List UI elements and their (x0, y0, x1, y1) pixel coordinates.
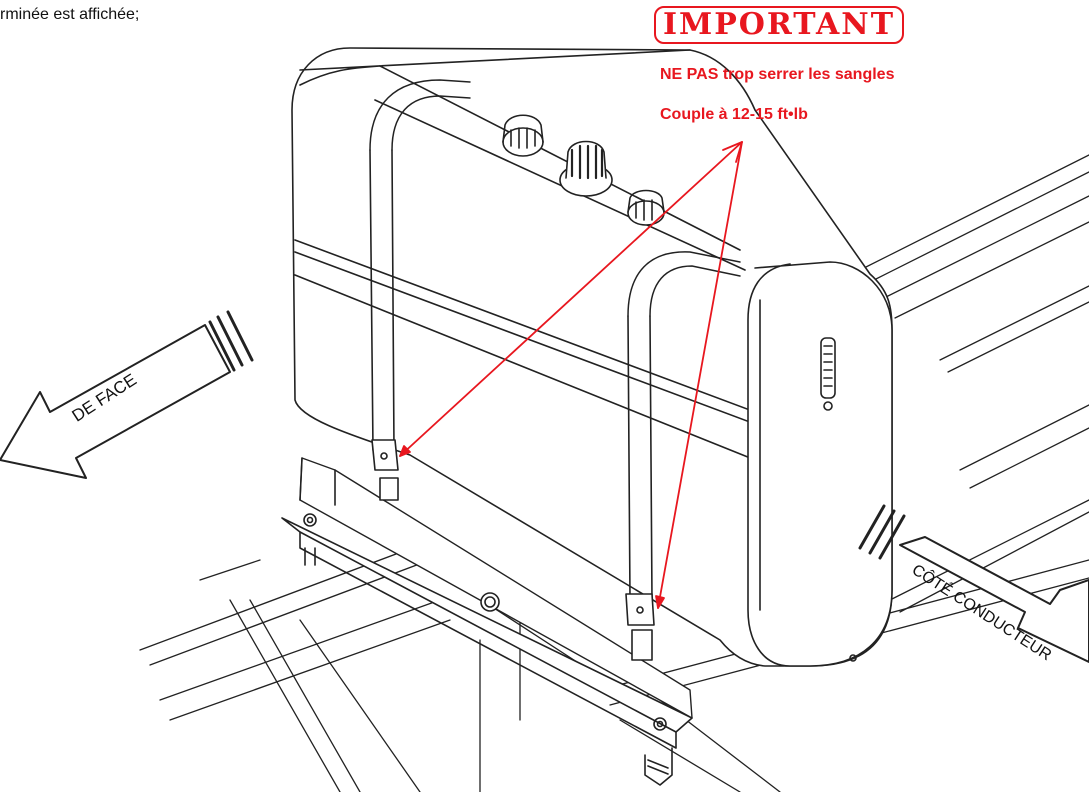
driver-side-direction-arrow (858, 504, 1089, 663)
front-direction-arrow (0, 310, 254, 479)
tank-caps (502, 114, 665, 226)
mounting-bracket (281, 457, 693, 786)
intro-text: rminée est affichée; (0, 6, 140, 23)
warning-line-torque: Couple à 12-15 ft•lb (660, 106, 808, 123)
warning-line-overtighten: NE PAS trop serrer les sangles (660, 66, 895, 83)
tank-straps (369, 79, 741, 661)
important-title: IMPORTANT (662, 7, 896, 42)
important-badge: IMPORTANT (654, 6, 904, 44)
frame-rails (139, 154, 1089, 792)
torque-leader-lines (399, 141, 743, 609)
fuel-tank (291, 47, 893, 667)
